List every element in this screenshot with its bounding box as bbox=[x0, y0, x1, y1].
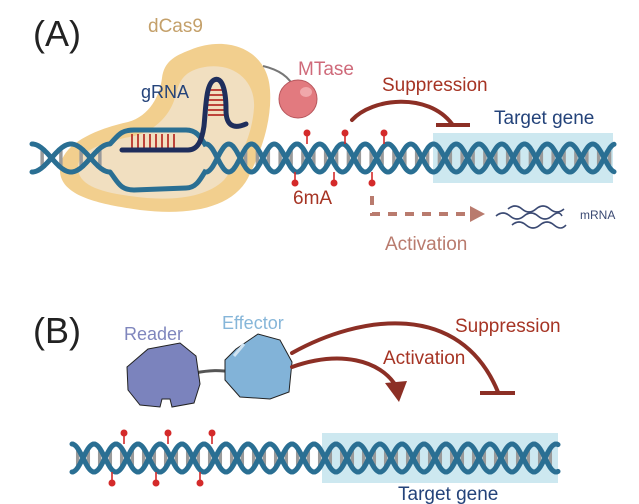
dna-strand bbox=[29, 141, 113, 175]
6ma-marks bbox=[291, 129, 388, 187]
mrna-icon bbox=[495, 205, 567, 229]
effector-highlight bbox=[232, 343, 246, 357]
suppression-arc-a bbox=[350, 99, 454, 126]
methyl-mark bbox=[152, 479, 160, 487]
activation-arc-b bbox=[290, 356, 398, 388]
activation-arrow-a bbox=[370, 196, 485, 222]
suppression-arrow-a bbox=[350, 99, 470, 127]
panel-a: (A) dCas9 gRNA MTase 6mA Suppression bbox=[29, 13, 617, 255]
methyl-mark bbox=[291, 179, 299, 187]
methyl-mark bbox=[341, 129, 349, 137]
methyl-mark bbox=[368, 179, 376, 187]
effector-label: Effector bbox=[222, 313, 284, 333]
6ma-label: 6mA bbox=[293, 188, 332, 209]
activation-label-b: Activation bbox=[383, 348, 465, 369]
mrna-strand bbox=[511, 221, 567, 229]
methyl-mark bbox=[196, 479, 204, 487]
suppression-arc-b bbox=[290, 321, 500, 394]
dna-helix-b bbox=[69, 441, 561, 475]
panel-b: (B) Reader Effector Suppression Activati… bbox=[33, 310, 561, 504]
activation-label-a: Activation bbox=[385, 234, 467, 255]
methyl-mark bbox=[330, 179, 338, 187]
methyl-mark bbox=[380, 129, 388, 137]
panel-a-label: (A) bbox=[33, 13, 81, 54]
mtase-label: MTase bbox=[298, 59, 354, 80]
grna-strand bbox=[119, 76, 249, 153]
suppression-label-a: Suppression bbox=[382, 75, 488, 96]
mtase-sphere bbox=[278, 79, 318, 119]
dna-strand bbox=[203, 141, 617, 175]
suppression-label-b: Suppression bbox=[455, 316, 561, 337]
activation-arrowhead-b bbox=[385, 381, 407, 402]
mrna-label: mRNA bbox=[580, 208, 615, 222]
dna-strand-open bbox=[108, 168, 209, 193]
mtase-highlight bbox=[300, 87, 312, 97]
6ma-marks-b bbox=[108, 429, 216, 487]
mrna-strand bbox=[507, 205, 565, 213]
reader-protein bbox=[126, 342, 201, 408]
dcas9-label: dCas9 bbox=[148, 16, 203, 37]
suppression-arrow-b bbox=[290, 321, 515, 395]
mtase-enzyme bbox=[278, 79, 318, 119]
dna-strand bbox=[29, 141, 113, 175]
grna bbox=[119, 76, 249, 153]
activation-arrowhead-a bbox=[470, 206, 485, 222]
dna-strand bbox=[69, 441, 561, 475]
dna-strand bbox=[69, 441, 561, 475]
methyl-mark bbox=[120, 429, 128, 437]
activation-dashed-line bbox=[370, 196, 470, 216]
reader-label: Reader bbox=[124, 324, 183, 344]
panel-b-label: (B) bbox=[33, 310, 81, 351]
target-gene-label-a: Target gene bbox=[494, 108, 594, 129]
mrna-strand bbox=[495, 212, 563, 220]
methyl-mark bbox=[303, 129, 311, 137]
target-gene-label-b: Target gene bbox=[398, 484, 498, 504]
grna-base-pairs bbox=[131, 89, 224, 148]
activation-arrow-b bbox=[290, 356, 407, 402]
effector-protein bbox=[224, 333, 293, 400]
dna-strand bbox=[203, 141, 617, 175]
methyl-mark bbox=[208, 429, 216, 437]
grna-label: gRNA bbox=[141, 82, 189, 102]
methyl-mark bbox=[108, 479, 116, 487]
methyl-mark bbox=[164, 429, 172, 437]
